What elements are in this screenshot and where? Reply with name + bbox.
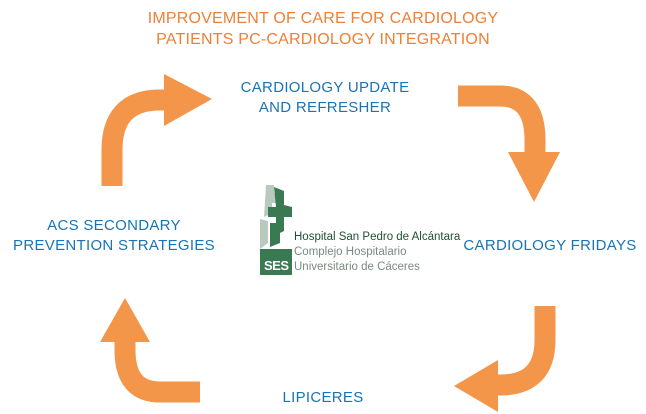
diagram-title-line-1: IMPROVEMENT OF CARE FOR CARDIOLOGY [147,10,499,27]
cycle-node-right: CARDIOLOGY FRIDAYS [454,236,646,256]
hospital-university-line: Universitario de Cáceres [294,261,420,273]
cycle-node-bottom: LIPICERES [230,388,416,408]
cycle-node-left: ACS SECONDARY PREVENTION STRATEGIES [4,216,224,256]
node-top-line-2: AND REFRESHER [258,99,392,116]
arrow-left-to-top [101,74,212,186]
hospital-logo: SES Hospital San Pedro de Alcántara Comp… [258,183,461,278]
diagram-title-line-2: PATIENTS PC-CARDIOLOGY INTEGRATION [156,31,490,48]
ses-badge: SES [264,258,289,273]
cycle-node-top: CARDIOLOGY UPDATE AND REFRESHER [190,78,460,118]
node-left-line-1: ACS SECONDARY [47,217,181,234]
hospital-name: Hospital San Pedro de Alcántara [294,231,461,243]
node-top-line-1: CARDIOLOGY UPDATE [240,79,410,96]
arrow-bottom-to-left [100,298,200,403]
hospital-complex-line: Complejo Hospitalario [294,246,407,258]
hospital-emblem-icon [260,185,292,275]
arrow-right-to-bottom [454,306,556,412]
node-bottom-line-1: LIPICERES [282,389,364,406]
node-left-line-2: PREVENTION STRATEGIES [13,237,215,254]
node-right-line-1: CARDIOLOGY FRIDAYS [463,237,637,254]
arrow-top-to-right [458,85,560,202]
